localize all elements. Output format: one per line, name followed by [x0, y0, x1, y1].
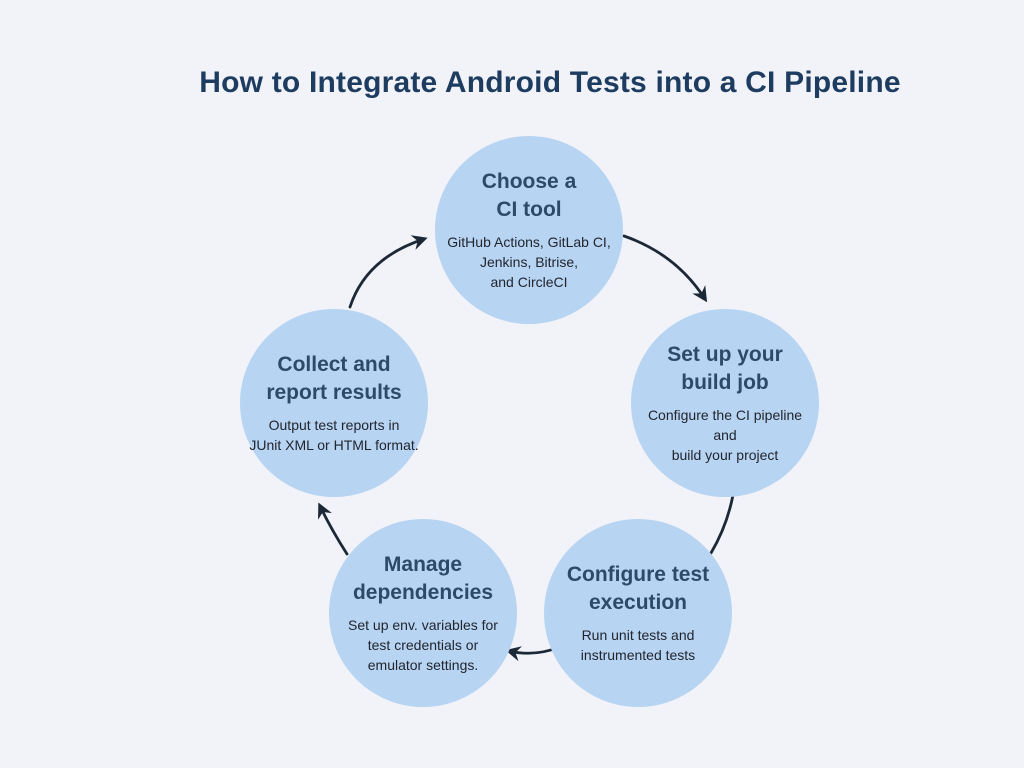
step-circle-manage-dependencies: Manage dependencies Set up env. variable… [329, 519, 517, 707]
page-title: How to Integrate Android Tests into a CI… [199, 66, 901, 99]
step-heading: Manage dependencies [352, 552, 494, 605]
arrow-manage-to-collect [318, 502, 349, 556]
step-body: Configure the CI pipeline and build your… [647, 407, 803, 463]
step-heading: Collect and report results [266, 352, 402, 404]
step-circle-configure-test-execution: Configure test execution Run unit tests … [544, 519, 732, 707]
step-circle-collect-report-results: Collect and report results Output test r… [240, 309, 428, 497]
step-heading: Configure test execution [566, 562, 710, 614]
step-body: Output test reports in JUnit XML or HTML… [249, 417, 419, 453]
arrow-choose-to-setup [622, 234, 708, 303]
step-body: Set up env. variables for test credentia… [348, 617, 498, 673]
arrow-setup-to-configure [709, 493, 735, 555]
step-circle-choose-ci-tool: Choose a CI tool GitHub Actions, GitLab … [435, 136, 623, 324]
step-circle-set-up-build-job: Set up your build job Configure the CI p… [631, 309, 819, 497]
step-heading: Set up your build job [667, 342, 783, 395]
step-body: Run unit tests and instrumented tests [580, 627, 696, 663]
step-body: GitHub Actions, GitLab CI, Jenkins, Bitr… [447, 234, 611, 290]
arrow-collect-to-choose [348, 235, 428, 309]
step-heading: Choose a CI tool [481, 169, 577, 222]
